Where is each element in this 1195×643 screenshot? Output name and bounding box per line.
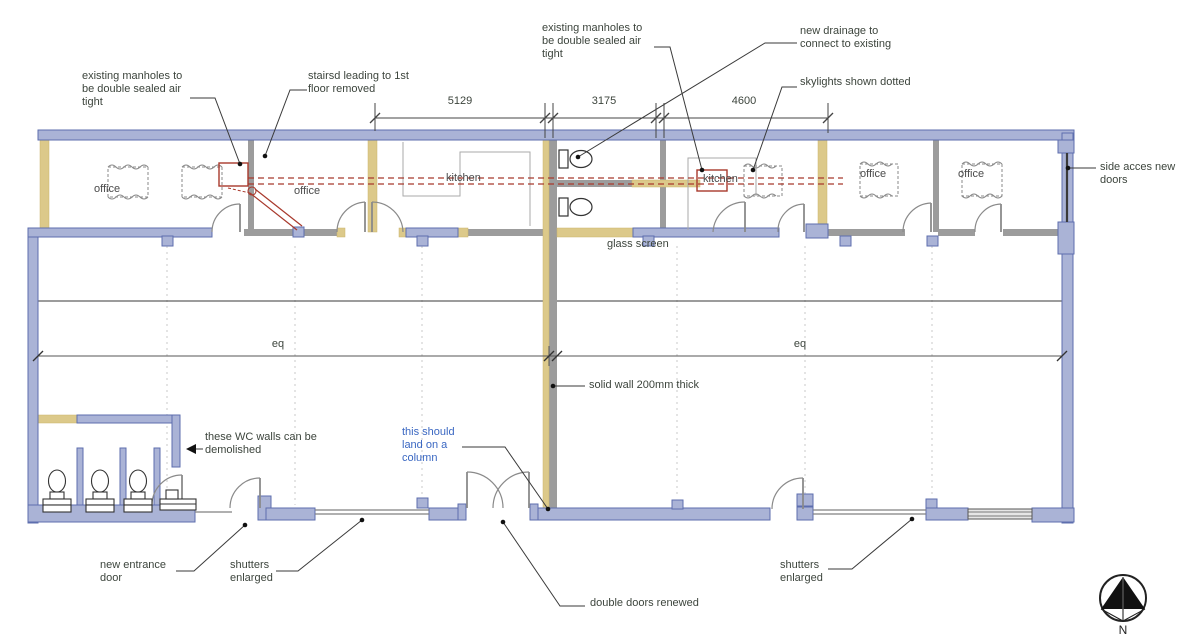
room-label-office-2: office: [294, 185, 321, 197]
note-shutters-left: shutters enlarged: [230, 559, 273, 584]
manhole-box-mid: [696, 169, 728, 192]
note-side-access: side acces new doors: [1100, 161, 1176, 186]
grid-lines: [166, 246, 933, 505]
dimension-4600: 4600: [731, 95, 757, 107]
manhole-box-left: [218, 162, 249, 187]
north-arrow-icon: [1099, 574, 1147, 622]
room-label-office-4: office: [958, 168, 985, 180]
north-label: N: [1118, 623, 1128, 637]
note-double-doors: double doors renewed: [590, 597, 699, 609]
room-label-kitchen-2: kitchen: [703, 173, 738, 185]
dimension-3175: 3175: [591, 95, 617, 107]
shutter-opening-lines: [195, 509, 926, 515]
note-shutters-right: shutters enlarged: [780, 559, 823, 584]
window: [967, 508, 1033, 520]
dimension-5129: 5129: [447, 95, 473, 107]
removed-stairs: [249, 192, 298, 231]
wc-walls-arrow: [186, 444, 196, 454]
door-arcs: [151, 201, 1002, 510]
note-stairs-removed: stairsd leading to 1st floor removed: [308, 70, 409, 95]
note-manholes-mid: existing manholes to be double sealed ai…: [542, 22, 643, 60]
dimension-eq-right: eq: [793, 338, 807, 350]
existing-gray-walls: [244, 140, 1062, 515]
dimension-eq-left: eq: [271, 338, 285, 350]
leader-dots: [186, 153, 1071, 528]
room-label-office-3: office: [860, 168, 887, 180]
room-label-office-1: office: [94, 183, 121, 195]
note-new-drainage: new drainage to connect to existing: [800, 25, 892, 50]
kitchen-counters: [402, 142, 757, 230]
toilet-symbols-wc: [42, 469, 197, 513]
note-skylights: skylights shown dotted: [800, 76, 911, 88]
note-new-entrance: new entrance door: [100, 559, 167, 584]
new-blue-walls: [27, 129, 1075, 524]
leader-lines: [176, 42, 1096, 607]
note-column: this should land on a column: [402, 426, 455, 464]
skylight-dotted-boxes: [107, 161, 1003, 200]
note-glass-screen: glass screen: [607, 238, 669, 250]
note-manholes-left: existing manholes to be double sealed ai…: [82, 70, 183, 108]
room-label-kitchen-1: kitchen: [446, 172, 481, 184]
toilet-symbols-top: [558, 149, 593, 217]
note-wc-walls: these WC walls can be demolished: [205, 431, 317, 456]
dimension-line-eq: [32, 346, 1068, 366]
note-solid-wall: solid wall 200mm thick: [589, 379, 700, 391]
drainage-red-lines: [218, 162, 843, 231]
dimension-line-top: [369, 103, 834, 138]
